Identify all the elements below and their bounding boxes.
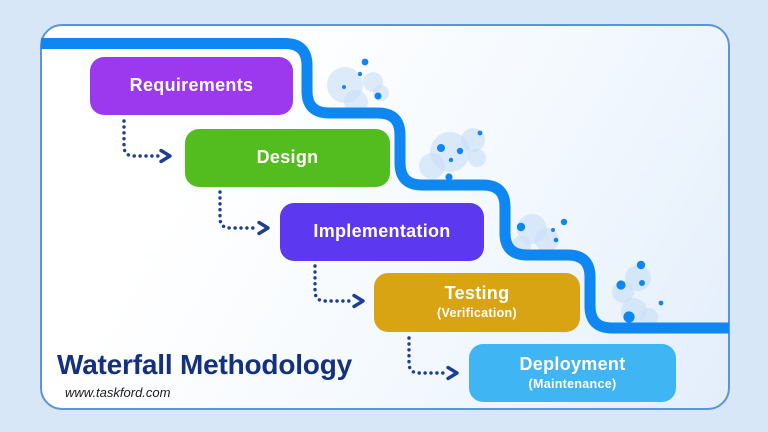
stage-label: Requirements [129, 75, 254, 96]
page-title: Waterfall Methodology [57, 349, 352, 380]
stage-implementation: Implementation [280, 203, 484, 261]
stage-requirements: Requirements [90, 57, 293, 115]
stage-design: Design [185, 129, 390, 187]
stage-sublabel: (Verification) [437, 306, 517, 321]
stage-deployment: Deployment (Maintenance) [469, 344, 676, 402]
website-url: www.taskford.com [65, 385, 171, 400]
stage-label: Implementation [313, 221, 451, 242]
stage-testing: Testing (Verification) [374, 273, 580, 332]
stage-label: Design [256, 147, 319, 168]
stage-label: Deployment [519, 353, 626, 374]
stage-sublabel: (Maintenance) [528, 376, 617, 391]
stage-label: Testing [444, 283, 510, 304]
